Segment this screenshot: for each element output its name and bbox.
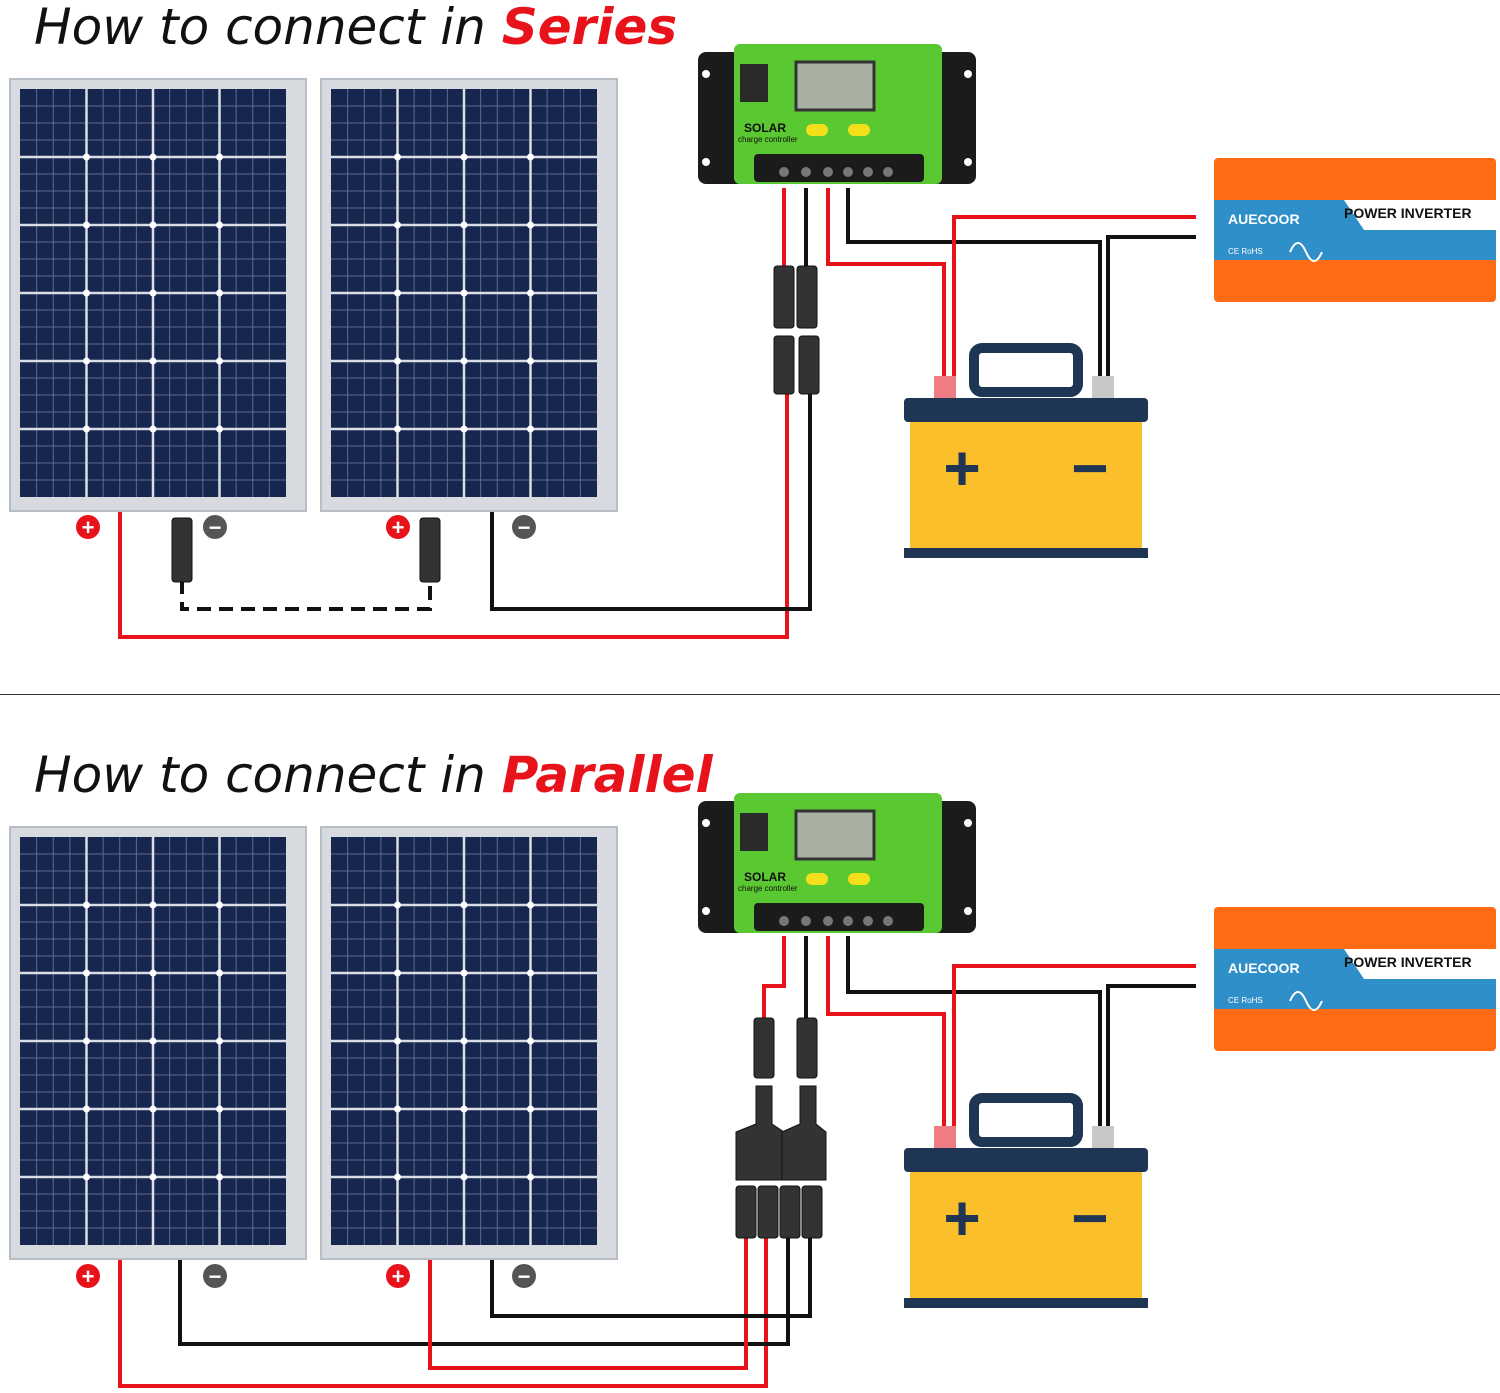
- parallel-section: + − + − SOLAR charge controller AUECOOR …: [9, 793, 1496, 1388]
- panel2-plus-badge: +: [386, 515, 410, 540]
- inverter-brand: AUECOOR: [1228, 211, 1300, 227]
- battery-plus-sign-2: +: [943, 1182, 980, 1254]
- parallel-wires: [118, 936, 1196, 1388]
- panel3-plus-badge: +: [76, 1264, 100, 1289]
- battery-minus-sign: −: [1071, 432, 1108, 504]
- charge-controller: SOLAR charge controller: [698, 44, 976, 184]
- series-section: + − + − SOLAR charge controller AUECOOR: [9, 44, 1496, 639]
- svg-text:−: −: [209, 515, 222, 540]
- inverter-title: POWER INVERTER: [1344, 205, 1472, 221]
- controller-brand: SOLAR: [744, 121, 786, 135]
- inverter-brand-2: AUECOOR: [1228, 960, 1300, 976]
- section-divider: [0, 694, 1500, 695]
- series-wires: [118, 188, 1196, 639]
- branch-connectors: [735, 1017, 827, 1239]
- parallel-heading-prefix: How to connect in: [34, 746, 502, 804]
- wire-positive-main: [118, 392, 789, 639]
- svg-text:+: +: [82, 515, 95, 540]
- panel1-plus-badge: +: [76, 515, 100, 540]
- wire-ctrl-batt-pos: [826, 188, 946, 378]
- wire-p2-negative: [490, 1236, 812, 1318]
- power-inverter-2: AUECOOR POWER INVERTER CE RoHS: [1214, 907, 1496, 1051]
- svg-text:+: +: [392, 1264, 405, 1289]
- battery-minus-sign-2: −: [1071, 1182, 1108, 1254]
- solar-panel-4: [320, 826, 618, 1260]
- wire-p1-negative: [178, 1236, 790, 1346]
- wire-inverter-neg: [1106, 235, 1196, 378]
- wire-ctrl-batt-neg-2: [846, 936, 1102, 1128]
- wire-panel-link-dashed: [180, 580, 432, 611]
- controller-subtitle: charge controller: [738, 135, 798, 144]
- solar-panel-2: [320, 78, 618, 512]
- wire-ctrl-batt-pos-2: [826, 936, 946, 1128]
- svg-text:+: +: [392, 515, 405, 540]
- panel1-minus-badge: −: [203, 515, 227, 540]
- series-heading-prefix: How to connect in: [34, 0, 502, 56]
- battery-2: + −: [904, 1093, 1148, 1308]
- controller-brand-2: SOLAR: [744, 870, 786, 884]
- parallel-heading: How to connect in Parallel: [34, 750, 713, 800]
- controller-subtitle-2: charge controller: [738, 884, 798, 893]
- wire-p1-positive: [118, 1236, 768, 1388]
- panel2-minus-badge: −: [512, 515, 536, 540]
- solar-panel-1: [9, 78, 307, 512]
- wire-negative-main: [490, 392, 812, 611]
- svg-text:−: −: [209, 1264, 222, 1289]
- battery-plus-sign: +: [943, 432, 980, 504]
- svg-text:−: −: [518, 1264, 531, 1289]
- svg-text:+: +: [82, 1264, 95, 1289]
- panel3-minus-badge: −: [203, 1264, 227, 1289]
- panel4-plus-badge: +: [386, 1264, 410, 1289]
- wire-ctrl-pv-pos-2: [762, 936, 786, 1018]
- series-heading: How to connect in Series: [34, 2, 677, 52]
- wire-ctrl-batt-neg: [846, 188, 1102, 378]
- inverter-marks: CE RoHS: [1228, 247, 1263, 256]
- wire-inverter-neg-2: [1106, 984, 1196, 1128]
- series-heading-accent: Series: [501, 0, 678, 56]
- mc4-connectors: [171, 265, 820, 583]
- battery: + −: [904, 343, 1148, 558]
- parallel-terminal-badges: + − + −: [76, 1264, 536, 1289]
- wire-p2-positive: [428, 1236, 748, 1370]
- inverter-marks-2: CE RoHS: [1228, 996, 1263, 1005]
- wire-inverter-pos: [952, 215, 1196, 378]
- parallel-heading-accent: Parallel: [501, 746, 713, 804]
- series-terminal-badges: + − + −: [76, 515, 536, 540]
- charge-controller-2: SOLAR charge controller: [698, 793, 976, 933]
- svg-text:−: −: [518, 515, 531, 540]
- inverter-title-2: POWER INVERTER: [1344, 954, 1472, 970]
- panel4-minus-badge: −: [512, 1264, 536, 1289]
- wire-inverter-pos-2: [952, 964, 1196, 1128]
- power-inverter: AUECOOR POWER INVERTER CE RoHS: [1214, 158, 1496, 302]
- solar-panel-3: [9, 826, 307, 1260]
